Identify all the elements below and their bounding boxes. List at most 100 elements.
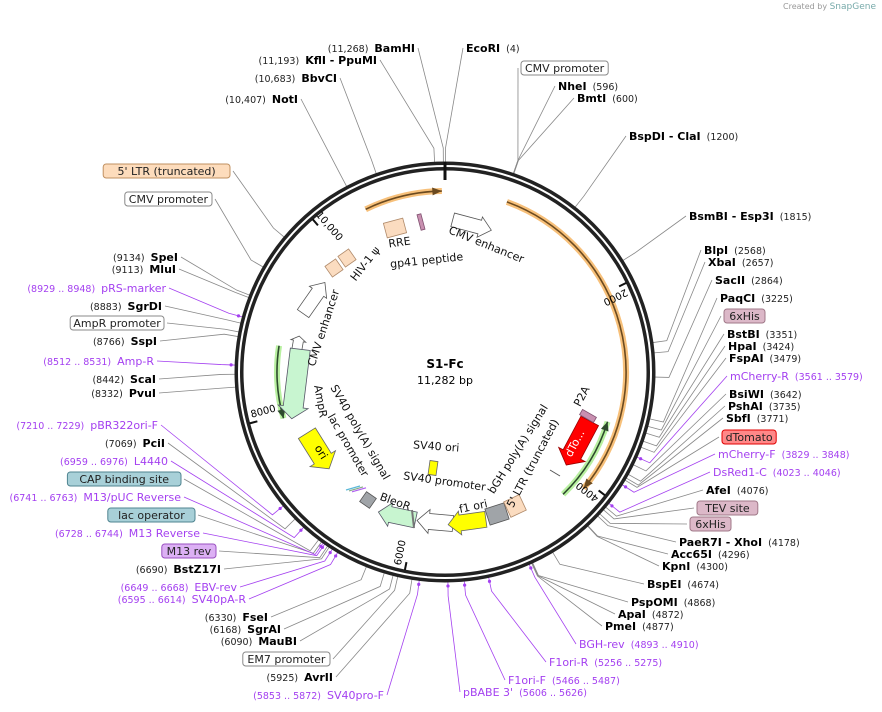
primer-pbr322ori-f[interactable]: (7210 .. 7229)pBR322ori-F <box>16 419 158 432</box>
feature-ampr-promoter[interactable]: AmpR promoter <box>69 315 165 331</box>
enzyme-site-bspdi-clai[interactable]: BspDI - ClaI(1200) <box>629 130 738 143</box>
label-text: (8883)SgrDI <box>90 300 162 313</box>
primer-m13-reverse[interactable]: (6728 .. 6744)M13 Reverse <box>55 527 200 540</box>
enzyme-site-paer7i-xhoi[interactable]: PaeR7I - XhoI(4178) <box>679 536 800 549</box>
enzyme-site-afei[interactable]: AfeI(4076) <box>706 484 768 497</box>
enzyme-site-avrii[interactable]: (5925)AvrII <box>267 671 334 684</box>
tick-mark <box>311 218 319 227</box>
primer-mcherry-r[interactable]: mCherry-R(3561 .. 3579) <box>730 370 863 383</box>
enzyme-site-sgrai[interactable]: (6168)SgrAI <box>210 623 281 636</box>
site-position: (8512 .. 8531) <box>43 357 111 368</box>
site-position: (6595 .. 6614) <box>118 595 186 606</box>
enzyme-site-sbfi[interactable]: SbfI(3771) <box>726 412 788 425</box>
enzyme-site-mlui[interactable]: (9113)MluI <box>112 263 176 276</box>
label-text: FspAI(3479) <box>729 352 801 365</box>
enzyme-site-pcii[interactable]: (7069)PciI <box>105 437 165 450</box>
enzyme-site-hpai[interactable]: HpaI(3424) <box>728 340 794 353</box>
leader-line <box>531 563 603 627</box>
enzyme-site-xbai[interactable]: XbaI(2657) <box>708 256 773 269</box>
leader-line <box>587 525 660 567</box>
feature-label-text: 5' LTR (truncated) <box>117 165 215 178</box>
enzyme-site-bstbi[interactable]: BstBI(3351) <box>727 328 797 341</box>
primer-prs-marker[interactable]: (8929 .. 8948)pRS-marker <box>27 282 166 295</box>
label-text: (6595 .. 6614) SV40pA-R <box>118 593 247 606</box>
site-position: (5853 .. 5872) <box>253 691 321 702</box>
primer-ebv-rev[interactable]: (6649 .. 6668)EBV-rev <box>121 581 238 594</box>
primer-f1ori-f[interactable]: F1ori-F(5466 .. 5487) <box>508 674 620 687</box>
site-name: SgrAI <box>247 623 281 636</box>
leader-line <box>654 261 706 354</box>
leader-line <box>223 546 330 570</box>
label-text: DsRed1-C(4023 .. 4046) <box>713 466 841 479</box>
enzyme-site-bstz17i[interactable]: (6690)BstZ17I <box>136 563 221 576</box>
enzyme-site-scai[interactable]: (8442)ScaI <box>92 373 156 386</box>
enzyme-site-kpni[interactable]: KpnI(4300) <box>662 560 728 573</box>
enzyme-site-apai[interactable]: ApaI(4872) <box>618 608 684 621</box>
site-name: SV40pA-R <box>192 593 247 606</box>
enzyme-site-fspai[interactable]: FspAI(3479) <box>729 352 801 365</box>
site-name: SacII <box>715 274 745 287</box>
primer-sv40pa-r[interactable]: (6595 .. 6614) SV40pA-R <box>118 593 247 606</box>
enzyme-site-ecori[interactable]: EcoRI(4) <box>466 42 520 55</box>
feature-5-ltr-truncated-[interactable]: 5' LTR (truncated) <box>102 163 231 179</box>
primer-bgh-rev[interactable]: BGH-rev(4893 .. 4910) <box>579 638 699 651</box>
feature-label-text: 6xHis <box>729 310 760 323</box>
enzyme-site-bsmbi-esp3i[interactable]: BsmBI - Esp3I(1815) <box>689 210 811 223</box>
enzyme-site-pvui[interactable]: (8332)PvuI <box>91 387 156 400</box>
primer-sv40pro-f[interactable]: (5853 .. 5872)SV40pro-F <box>253 689 384 702</box>
feature-m13-rev[interactable]: M13 rev <box>161 543 217 559</box>
enzyme-site-pspomi[interactable]: PspOMI(4868) <box>631 596 715 609</box>
feature-lac-operator[interactable]: lac operator <box>107 507 196 523</box>
label-text: AfeI(4076) <box>706 484 768 497</box>
leader-line <box>386 580 420 696</box>
primer-f1ori-r[interactable]: F1ori-R(5256 .. 5275) <box>549 656 662 669</box>
feature-label-box <box>689 516 732 532</box>
feature-dtomato[interactable]: dTomato <box>721 429 777 445</box>
site-name: PspOMI <box>631 596 678 609</box>
enzyme-site-bbvci[interactable]: (10,683)BbvCI <box>255 72 337 85</box>
feature-6xhis[interactable]: 6xHis <box>689 516 732 532</box>
enzyme-site-noti[interactable]: (10,407)NotI <box>225 93 298 106</box>
enzyme-site-bsiwi[interactable]: BsiWI(3642) <box>729 388 802 401</box>
enzyme-site-bamhi[interactable]: (11,268)BamHI <box>328 42 415 55</box>
enzyme-site-maubi[interactable]: (6090)MauBI <box>221 635 297 648</box>
feature-cap-binding-site[interactable]: CAP binding site <box>66 471 182 487</box>
enzyme-site-sgrdi[interactable]: (8883)SgrDI <box>90 300 162 313</box>
feature-6xhis[interactable]: 6xHis <box>723 308 766 324</box>
feature-cmv-promoter[interactable]: CMV promoter <box>124 191 213 207</box>
enzyme-site-nhei[interactable]: NheI(596) <box>558 80 618 93</box>
leader-line <box>531 562 616 615</box>
site-position: (4674) <box>687 580 719 591</box>
enzyme-site-acc65i[interactable]: Acc65I(4296) <box>671 548 750 561</box>
label-text: NheI(596) <box>558 80 618 93</box>
enzyme-site-fsei[interactable]: (6330)FseI <box>205 611 268 624</box>
leader-line <box>339 77 377 174</box>
primer-m13-puc-reverse[interactable]: (6741 .. 6763)M13/pUC Reverse <box>10 491 182 504</box>
feature-cmv-promoter[interactable]: CMV promoter <box>520 60 609 76</box>
leader-line <box>183 478 319 552</box>
site-name: MauBI <box>258 635 297 648</box>
primer-dsred1-c[interactable]: DsRed1-C(4023 .. 4046) <box>713 466 841 479</box>
site-name: ApaI <box>618 608 646 621</box>
label-text: (5925)AvrII <box>267 671 334 684</box>
lac-site-mark <box>351 487 367 493</box>
enzyme-site-kfli-ppumi[interactable]: (11,193)KflI - PpuMI <box>259 54 377 67</box>
primer-l4440[interactable]: (6959 .. 6976)L4440 <box>60 455 168 468</box>
primer-pbabe-3-[interactable]: pBABE 3'(5606 .. 5626) <box>463 686 587 699</box>
feature-label-box <box>69 315 165 331</box>
enzyme-site-spei[interactable]: (9134)SpeI <box>113 251 178 264</box>
primer-mcherry-f[interactable]: mCherry-F(3829 .. 3848) <box>718 448 849 461</box>
enzyme-site-bmti[interactable]: BmtI(600) <box>577 92 638 105</box>
feature-tev-site[interactable]: TEV site <box>696 500 759 516</box>
enzyme-site-sspi[interactable]: (8766)SspI <box>93 335 157 348</box>
label-text: SacII(2864) <box>715 274 783 287</box>
enzyme-site-pshai[interactable]: PshAI(3735) <box>728 400 800 413</box>
enzyme-site-blpi[interactable]: BlpI(2568) <box>704 244 766 257</box>
enzyme-site-bspei[interactable]: BspEI(4674) <box>647 578 719 591</box>
primer-amp-r[interactable]: (8512 .. 8531)Amp-R <box>43 355 154 368</box>
enzyme-site-paqci[interactable]: PaqCI(3225) <box>720 292 793 305</box>
feature-em7-promoter[interactable]: EM7 promoter <box>242 651 331 667</box>
leader-line <box>180 256 250 296</box>
enzyme-site-sacii[interactable]: SacII(2864) <box>715 274 783 287</box>
enzyme-site-pmei[interactable]: PmeI(4877) <box>605 620 674 633</box>
